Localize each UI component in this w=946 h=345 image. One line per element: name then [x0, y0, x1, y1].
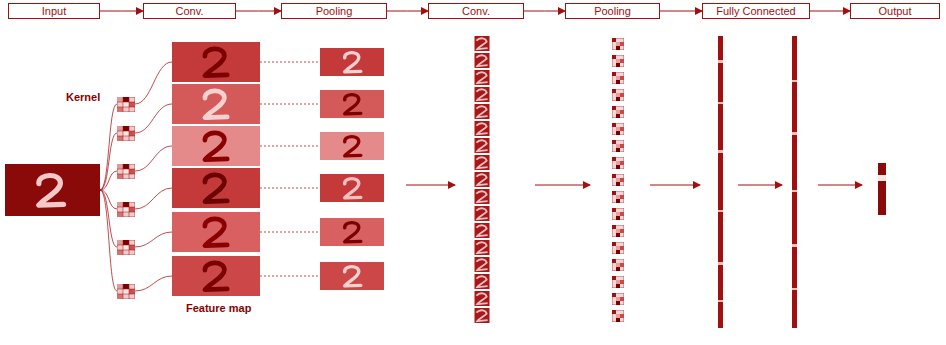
stage-box: Fully Connected — [702, 3, 810, 19]
stage-box: Conv. — [428, 3, 524, 19]
flow-arrow — [236, 11, 281, 12]
flow-arrow — [524, 11, 565, 12]
flow-arrow — [810, 11, 850, 12]
flow-arrow — [660, 11, 702, 12]
stage-label: Pooling — [594, 5, 631, 17]
caption-label: Kernel — [66, 91, 100, 103]
stage-box: Pooling — [565, 3, 660, 19]
stage-box: Pooling — [281, 3, 387, 19]
stage-label: Fully Connected — [716, 5, 796, 17]
stage-box: Output — [850, 3, 940, 19]
stage-box: Conv. — [143, 3, 236, 19]
stage-label: Conv. — [176, 5, 204, 17]
caption-label: Feature map — [186, 302, 251, 314]
flow-arrow — [387, 11, 428, 12]
stage-label: Pooling — [316, 5, 353, 17]
stage-label: Input — [42, 5, 66, 17]
flow-arrow — [100, 11, 143, 12]
stage-label: Conv. — [462, 5, 490, 17]
stage-box: Input — [8, 3, 100, 19]
stage-label: Output — [878, 5, 911, 17]
